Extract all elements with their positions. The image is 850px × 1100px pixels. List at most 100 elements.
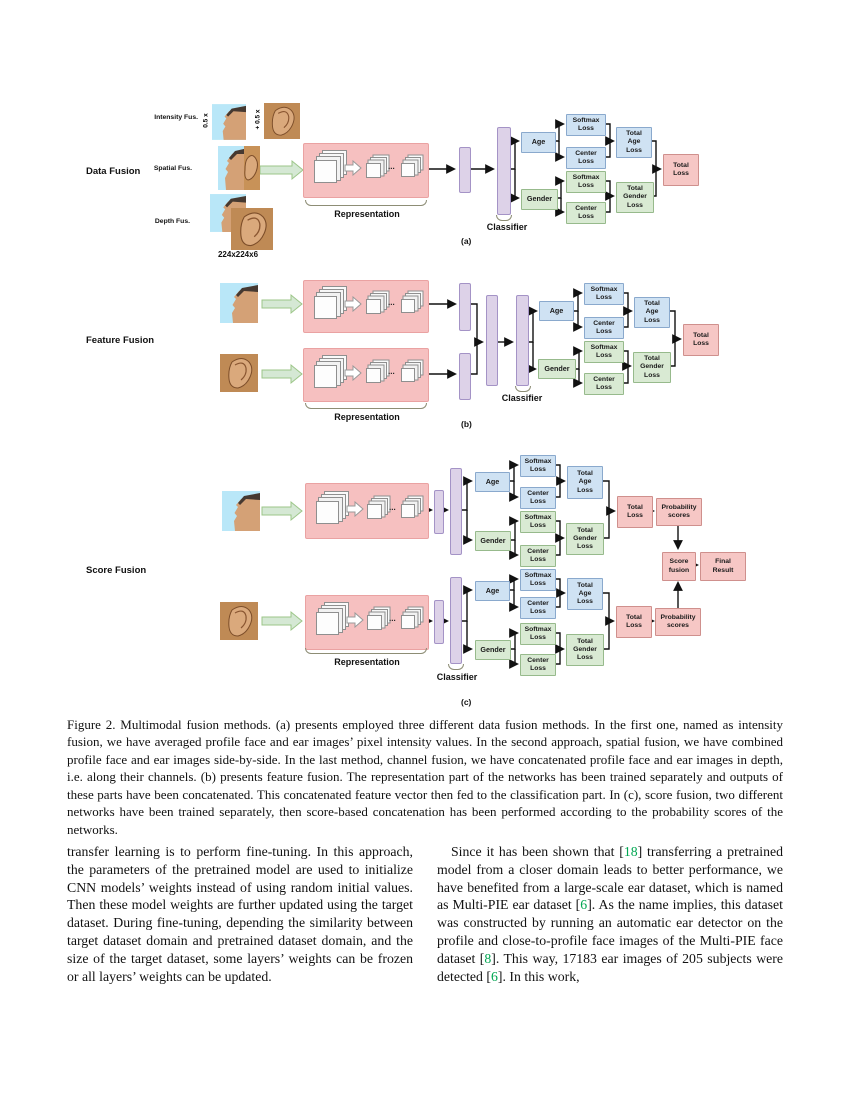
ear-image — [263, 103, 301, 139]
conv-layer-stack — [401, 163, 415, 177]
white-arrow-icon — [344, 295, 362, 313]
fc-layer-bar — [459, 283, 471, 331]
ellipsis-label: ... — [389, 503, 396, 512]
white-arrow-icon — [344, 159, 362, 177]
total-loss-node: Total Loss — [616, 606, 652, 638]
total-age-loss-node: Total Age Loss — [567, 466, 603, 499]
panel-b-tag: (b) — [461, 419, 472, 429]
total-gender-loss-node: Total Gender Loss — [633, 352, 671, 383]
total-loss-node: Total Loss — [617, 496, 653, 528]
body-text: ]. In this work, — [497, 968, 580, 984]
cnn-representation-block-a: ... — [303, 143, 429, 198]
probability-scores-node: Probability scores — [656, 498, 702, 526]
softmax-loss-node: Softmax Loss — [584, 341, 624, 363]
conv-layer-stack — [367, 615, 382, 630]
center-loss-node: Center Loss — [520, 545, 556, 567]
ear-image — [220, 353, 258, 393]
body-left-column: transfer learning is to perform fine-tun… — [67, 844, 413, 984]
score-fusion-node: Score fusion — [662, 552, 696, 581]
conv-layer-stack — [401, 504, 415, 518]
intensity-weight-2: + 0.5 x — [254, 109, 262, 130]
center-loss-node: Center Loss — [584, 317, 624, 339]
classifier-bar-c2 — [450, 577, 462, 664]
citation-link[interactable]: 18 — [623, 844, 638, 859]
fc-layer-bar — [434, 490, 444, 534]
age-node: Age — [521, 132, 556, 153]
classifier-label-a: Classifier — [486, 222, 528, 232]
center-loss-node: Center Loss — [566, 202, 606, 224]
citation-link[interactable]: 8 — [484, 950, 492, 966]
profile-face-image — [212, 103, 246, 141]
conv-layer-stack — [314, 365, 337, 388]
conv-layer-stack — [366, 163, 381, 178]
age-node: Age — [475, 472, 510, 492]
body-text: ] transferring a pretrained model from a… — [437, 844, 783, 913]
panel-c-tag: (c) — [461, 697, 472, 707]
center-loss-node: Center Loss — [520, 487, 556, 509]
representation-brace — [305, 403, 427, 409]
conv-layer-stack — [401, 299, 415, 313]
classifier-bar-b — [516, 295, 529, 386]
classifier-label-c: Classifier — [436, 672, 478, 682]
classifier-brace-a — [496, 215, 512, 221]
citation-link[interactable]: 6 — [491, 968, 498, 984]
concat-feature-bar — [486, 295, 498, 386]
conv-layer-stack — [401, 615, 415, 629]
white-arrow-icon — [344, 364, 362, 382]
total-age-loss-node: Total Age Loss — [616, 127, 652, 158]
ellipsis-label: ... — [388, 367, 395, 376]
fc-layer-bar — [459, 353, 471, 400]
center-loss-node: Center Loss — [520, 597, 556, 619]
classifier-brace-c — [448, 664, 464, 670]
conv-layer-stack — [366, 299, 381, 314]
fc-layer-bar — [459, 147, 471, 193]
representation-brace — [305, 648, 427, 654]
ellipsis-label: ... — [389, 614, 396, 623]
input-dimensions-label: 224x224x6 — [217, 250, 259, 259]
depth-fusion-ear-image — [231, 207, 273, 251]
representation-label-a: Representation — [334, 209, 400, 219]
spatial-fusion-image — [218, 146, 260, 190]
cnn-representation-block-b2: ... — [303, 348, 429, 402]
classifier-brace-b — [515, 386, 531, 392]
age-node: Age — [539, 301, 574, 321]
age-node: Age — [475, 581, 510, 601]
profile-face-image — [222, 490, 260, 532]
softmax-loss-node: Softmax Loss — [584, 283, 624, 305]
body-text: Since it has been shown that [ — [451, 844, 624, 859]
gender-node: Gender — [521, 189, 558, 210]
classifier-bar-a — [497, 127, 511, 215]
conv-layer-stack — [366, 368, 381, 383]
row-label-spatial: Spatial Fus. — [153, 165, 192, 172]
total-age-loss-node: Total Age Loss — [567, 578, 603, 610]
cnn-representation-block-b1: ... — [303, 280, 429, 333]
panel-c-title: Score Fusion — [86, 565, 147, 576]
representation-label-c: Representation — [334, 657, 400, 667]
softmax-loss-node: Softmax Loss — [520, 623, 556, 645]
body-text: ]. As the name implies, this dataset was… — [437, 897, 783, 966]
panel-b-title: Feature Fusion — [86, 335, 155, 346]
conv-layer-stack — [314, 296, 337, 319]
cnn-representation-block-c1: ... — [305, 483, 429, 539]
conv-layer-stack — [367, 504, 382, 519]
ellipsis-label: ... — [388, 298, 395, 307]
conv-layer-stack — [401, 368, 415, 382]
probability-scores-node: Probability scores — [655, 608, 701, 636]
intensity-weight-1: 0.5 x — [202, 113, 210, 128]
white-arrow-icon — [346, 611, 364, 629]
row-label-intensity: Intensity Fus. — [154, 114, 198, 121]
softmax-loss-node: Softmax Loss — [520, 511, 556, 533]
center-loss-node: Center Loss — [566, 147, 606, 169]
row-label-depth: Depth Fus. — [154, 218, 190, 225]
citation-link[interactable]: 6 — [580, 897, 588, 913]
panel-a-title: Data Fusion — [86, 166, 141, 177]
softmax-loss-node: Softmax Loss — [520, 455, 556, 477]
body-text: ]. This way, 17183 ear images of 205 sub… — [437, 950, 783, 984]
profile-face-image — [220, 283, 258, 323]
ellipsis-label: ... — [388, 162, 395, 171]
softmax-loss-node: Softmax Loss — [566, 114, 606, 136]
total-age-loss-node: Total Age Loss — [634, 297, 670, 328]
conv-layer-stack — [316, 612, 339, 635]
total-gender-loss-node: Total Gender Loss — [616, 182, 654, 213]
conv-layer-stack — [316, 501, 339, 524]
